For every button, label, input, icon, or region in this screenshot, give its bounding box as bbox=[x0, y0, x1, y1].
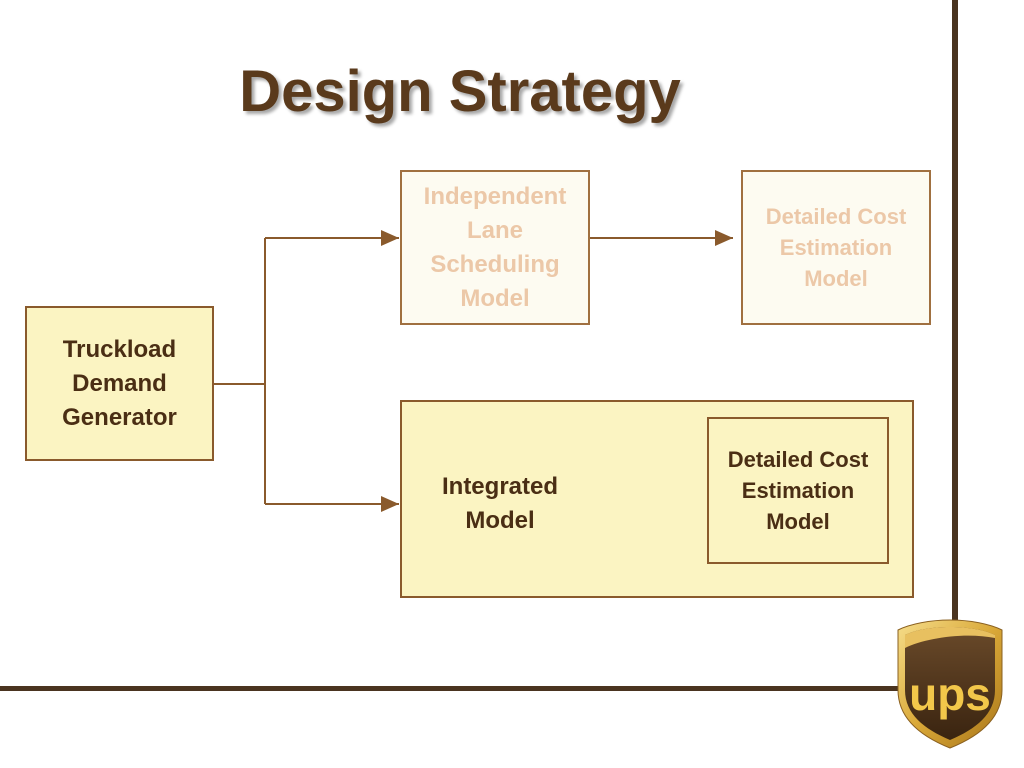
cost-top-line2: Estimation bbox=[779, 235, 893, 260]
page-title: Design Strategy bbox=[239, 59, 681, 124]
detailed-cost-estimation-box-top: Detailed Cost Estimation Model bbox=[741, 170, 931, 325]
truckload-line3: Generator bbox=[62, 403, 177, 431]
truckload-demand-generator-box: Truckload Demand Generator bbox=[25, 306, 214, 461]
truckload-line1: Truckload bbox=[62, 335, 177, 363]
integrated-line2: Model bbox=[465, 507, 535, 534]
cost-top-line1: Detailed Cost bbox=[765, 204, 907, 229]
cost-inner-line1: Detailed Cost bbox=[727, 447, 869, 472]
detailed-cost-estimation-box-inner: Detailed Cost Estimation Model bbox=[707, 417, 889, 564]
cost-inner-line3: Model bbox=[766, 509, 830, 534]
ups-logo-icon: ups bbox=[897, 619, 1003, 749]
independent-lane-scheduling-box: Independent Lane Scheduling Model bbox=[400, 170, 590, 325]
cost-top-line3: Model bbox=[804, 266, 868, 291]
integrated-model-label: Integrated Model bbox=[425, 470, 575, 538]
integrated-line1: Integrated bbox=[441, 473, 558, 500]
truckload-line2: Demand bbox=[72, 369, 167, 397]
horizontal-divider bbox=[0, 686, 900, 691]
logo-text: ups bbox=[909, 668, 991, 720]
cost-inner-line2: Estimation bbox=[741, 478, 855, 503]
lane-line3: Scheduling bbox=[430, 250, 560, 278]
lane-line2: Lane bbox=[466, 216, 523, 244]
vertical-divider bbox=[952, 0, 958, 706]
lane-line1: Independent bbox=[423, 182, 567, 210]
lane-line4: Model bbox=[460, 284, 530, 312]
